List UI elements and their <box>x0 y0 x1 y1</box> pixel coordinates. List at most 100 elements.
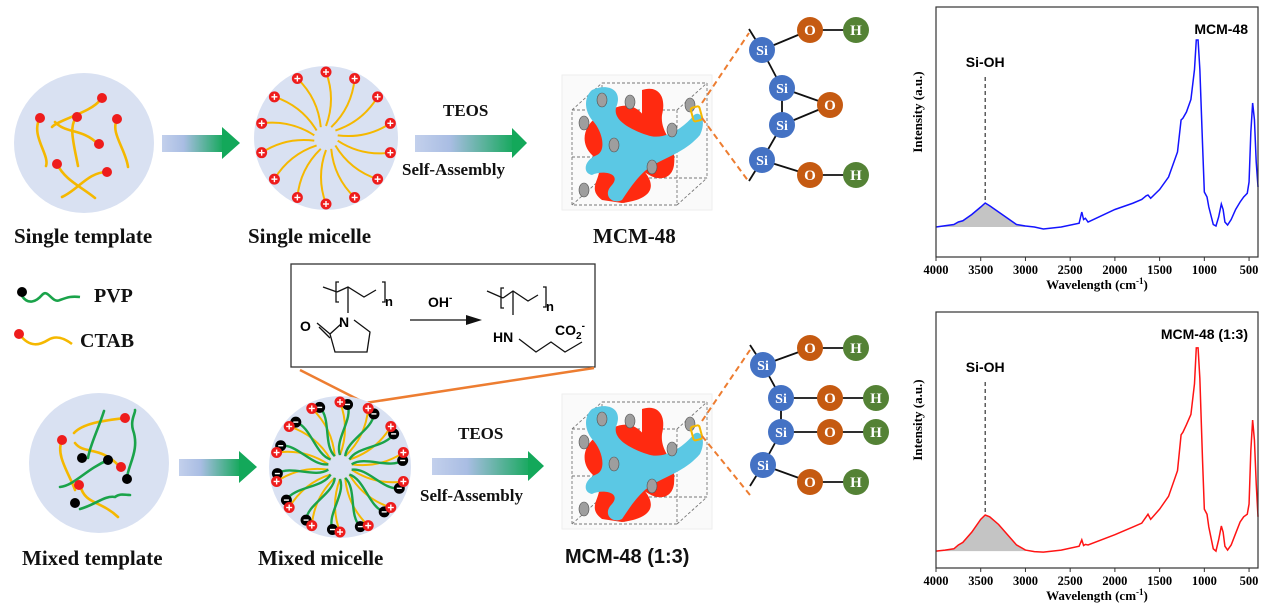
svg-text:O: O <box>824 98 836 114</box>
legend <box>14 287 81 346</box>
series-name-annotation: MCM-48 (1:3) <box>1161 326 1248 342</box>
mixed-template-label: Mixed template <box>22 546 163 570</box>
ctab-heads <box>35 93 122 177</box>
oxygen-atom: O <box>797 469 823 495</box>
single-template-label: Single template <box>14 224 153 248</box>
silicon-atom: Si <box>749 147 775 173</box>
svg-text:H: H <box>870 425 882 441</box>
x-tick-label: 1500 <box>1147 574 1172 588</box>
x-axis-label: Wavelength (cm-1) <box>1046 276 1148 292</box>
ctab-head-positive <box>291 191 303 203</box>
si-oh-shaded-area <box>936 203 1026 227</box>
repeat-n-label-product: n <box>546 299 554 314</box>
svg-text:Si: Si <box>756 44 768 59</box>
x-tick-label: 3500 <box>968 263 993 277</box>
x-tick-label: 4000 <box>924 263 949 277</box>
svg-text:Si: Si <box>776 119 788 134</box>
x-tick-label: 1500 <box>1147 263 1172 277</box>
x-tick-label: 2000 <box>1102 263 1127 277</box>
ctab-head-positive <box>372 91 384 103</box>
silicon-atom: Si <box>769 112 795 138</box>
x-tick-label: 3500 <box>968 574 993 588</box>
svg-text:Si: Si <box>756 154 768 169</box>
reagent-teos-label-2: TEOS <box>458 424 504 443</box>
hydrogen-atom: H <box>843 469 869 495</box>
amine-label: HN <box>493 329 513 345</box>
ctab-head-positive <box>320 66 332 78</box>
single-micelle-diagram <box>254 66 398 210</box>
hydrogen-atom: H <box>843 335 869 361</box>
arrow-teos-self-assembly <box>415 128 527 158</box>
si-oh-annotation: Si-OH <box>966 359 1005 375</box>
mcm48-lattice-structure <box>561 74 713 211</box>
svg-text:H: H <box>850 23 862 39</box>
ctab-head-positive <box>306 402 318 414</box>
ctab-head-positive <box>372 173 384 185</box>
ctab-head-positive <box>385 502 397 514</box>
svg-text:H: H <box>870 391 882 407</box>
nitrogen-atom-label: N <box>339 314 349 330</box>
arrow-mixed-template-to-micelle <box>179 451 257 483</box>
oxygen-atom: O <box>817 385 843 411</box>
y-axis-label: Intensity (a.u.) <box>910 379 925 460</box>
reagent-teos-label: TEOS <box>443 101 489 120</box>
svg-text:H: H <box>850 475 862 491</box>
ctab-head-positive <box>397 475 409 487</box>
silicon-atom: Si <box>750 352 776 378</box>
y-axis-label: Intensity (a.u.) <box>910 71 925 152</box>
svg-text:Si: Si <box>776 82 788 97</box>
mixed-micelle-label: Mixed micelle <box>258 546 384 570</box>
oxygen-atom-label: O <box>300 318 311 334</box>
ctab-head-positive <box>349 191 361 203</box>
mixed-template-diagram <box>29 393 169 533</box>
hydrogen-atom: H <box>843 162 869 188</box>
ctab-head-positive <box>384 147 396 159</box>
legend-pvp-label: PVP <box>94 285 133 307</box>
bridging-oxygen-atom: O <box>817 92 843 118</box>
svg-text:O: O <box>824 425 836 441</box>
svg-text:O: O <box>804 475 816 491</box>
single-micelle-label: Single micelle <box>248 224 372 248</box>
svg-text:O: O <box>804 168 816 184</box>
arrow-teos-self-assembly-2 <box>432 451 544 481</box>
pvp-head-negative <box>271 468 283 480</box>
svg-text:O: O <box>824 391 836 407</box>
silicon-atom: Si <box>768 385 794 411</box>
ctab-head-positive <box>385 420 397 432</box>
ctab-head-positive <box>384 117 396 129</box>
oxygen-atom: O <box>797 335 823 361</box>
template-background <box>14 73 154 213</box>
si-oh-shaded-area <box>936 515 1026 552</box>
ctab-head-positive <box>334 396 346 408</box>
reagent-label: OH- <box>428 293 452 310</box>
hydrogen-atom: H <box>843 17 869 43</box>
legend-pvp-symbol <box>17 287 81 303</box>
svg-text:H: H <box>850 341 862 357</box>
product-mcm48-label: MCM-48 <box>593 224 676 248</box>
hydrogen-atom: H <box>863 385 889 411</box>
x-tick-label: 3000 <box>1013 263 1038 277</box>
oxygen-atom: O <box>817 419 843 445</box>
ctab-head-positive <box>268 91 280 103</box>
x-axis-label: Wavelength (cm-1) <box>1046 587 1148 603</box>
x-tick-label: 4000 <box>924 574 949 588</box>
plot-frame <box>935 6 1259 258</box>
pvp-head-negative <box>397 454 409 466</box>
si-oh-annotation: Si-OH <box>966 54 1005 70</box>
ctab-head-positive <box>291 73 303 85</box>
x-tick-label: 1000 <box>1192 263 1217 277</box>
svg-text:Si: Si <box>775 426 787 441</box>
ctab-head-positive <box>362 520 374 532</box>
arrow-template-to-micelle <box>162 127 240 159</box>
ctab-head-positive <box>397 447 409 459</box>
zoom-connector-2 <box>701 349 751 496</box>
series-line <box>935 347 1259 553</box>
ctab-head-positive <box>362 402 374 414</box>
svg-text:O: O <box>804 23 816 39</box>
process-self-assembly-label-2: Self-Assembly <box>420 486 523 505</box>
single-template-diagram <box>14 73 154 213</box>
